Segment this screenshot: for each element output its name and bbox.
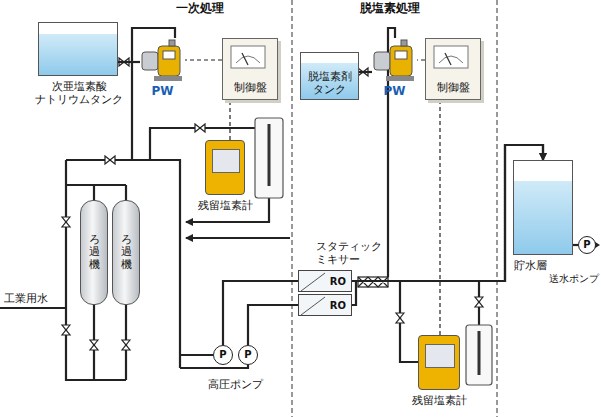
signal-line xyxy=(439,100,440,335)
node-label: ろ過機 xyxy=(89,234,100,270)
pipe-connector xyxy=(223,281,298,345)
dosing-pump: PW xyxy=(140,38,185,83)
node-label: PW xyxy=(372,85,417,98)
pipe-connector xyxy=(118,61,140,63)
part-label: 高圧ポンプ xyxy=(208,378,263,391)
part-label: 工業用水 xyxy=(4,292,48,305)
node-label: 残留塩素計 xyxy=(198,199,253,212)
dosing-pump: PW xyxy=(372,38,417,83)
node-label: 脱塩素剤 タンク xyxy=(301,70,358,96)
section-heading: 一次処理 xyxy=(176,2,224,15)
node-label: ろ過機 xyxy=(121,234,132,270)
gauge-icon xyxy=(433,45,469,69)
valve-symbol xyxy=(62,58,483,350)
node-label: P xyxy=(583,240,590,250)
meter-display xyxy=(212,149,240,173)
pump-symbol: P xyxy=(213,345,233,365)
water-pipe xyxy=(0,28,596,380)
chlorine-meter: 残留塩素計 xyxy=(205,140,245,195)
signal-line xyxy=(417,59,425,60)
ro-module: RO xyxy=(298,294,352,316)
storage-tank: 貯水層 xyxy=(513,160,573,255)
gauge-icon xyxy=(230,45,266,69)
chlorine-meter: 残留塩素計 xyxy=(418,335,460,390)
control-panel: 制御盤 xyxy=(222,38,278,100)
zone-divider xyxy=(292,0,497,417)
meter-display xyxy=(425,344,455,368)
node-label: 残留塩素計 xyxy=(412,394,467,407)
ro-module: RO xyxy=(298,270,352,292)
section-heading: 脱塩素処理 xyxy=(360,2,420,15)
node-label: 制御盤 xyxy=(223,81,277,94)
pipe-connector xyxy=(248,305,298,345)
node-label: 貯水層 xyxy=(514,259,547,272)
node-label: RO xyxy=(330,275,346,288)
part-label: スタティックミキサー xyxy=(316,240,384,266)
node-label: RO xyxy=(330,299,346,312)
node-label: P xyxy=(219,350,226,360)
pump-icon xyxy=(140,38,185,83)
signal-line xyxy=(185,59,222,60)
node-label: 制御盤 xyxy=(426,81,480,94)
node-label: P xyxy=(244,350,251,360)
part-label: 送水ポンプ xyxy=(549,272,599,285)
pump-symbol: P xyxy=(578,236,596,254)
filter-vessel: ろ過機 xyxy=(112,200,140,305)
control-panel: 制御盤 xyxy=(425,38,481,100)
node-label: PW xyxy=(140,85,185,98)
filter-vessel: ろ過機 xyxy=(80,200,108,305)
pipe-connector xyxy=(359,71,372,73)
pump-icon xyxy=(372,38,417,83)
node-label: 次亜塩素酸 ナトリウムタンク xyxy=(14,80,144,106)
pump-symbol: P xyxy=(238,345,258,365)
storage-tank: 次亜塩素酸 ナトリウムタンク xyxy=(38,22,118,76)
storage-tank: 脱塩素剤 タンク xyxy=(300,52,359,100)
signal-line xyxy=(229,100,230,140)
